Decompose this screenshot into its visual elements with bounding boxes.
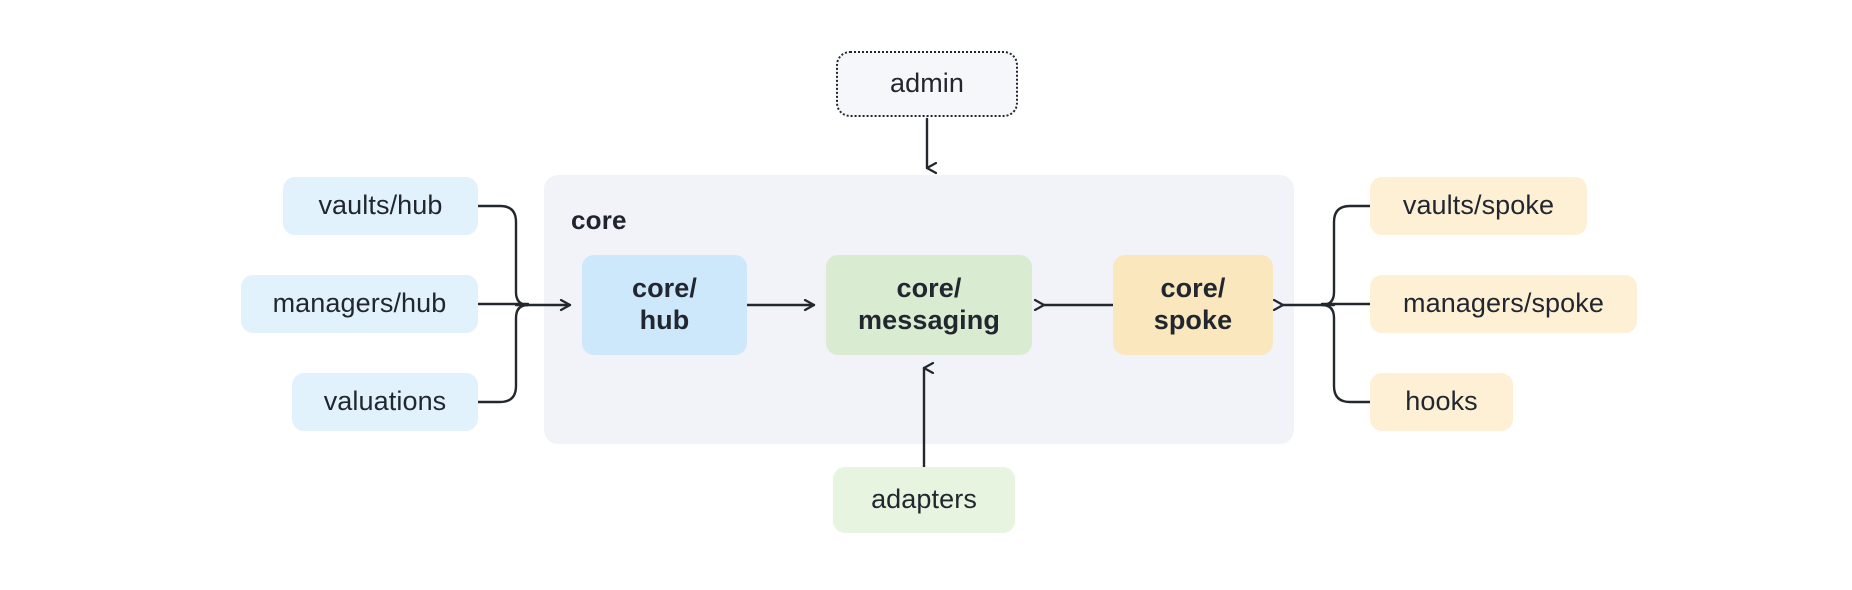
core-cluster-label: core xyxy=(571,205,627,235)
edge-vaults-spoke-to-core-spoke xyxy=(1320,204,1372,307)
node-managers-hub[interactable]: managers/hub xyxy=(241,275,478,333)
edge-hooks-to-core-spoke xyxy=(1320,303,1372,404)
node-vaults-spoke[interactable]: vaults/spoke xyxy=(1370,177,1587,235)
node-adapters[interactable]: adapters xyxy=(833,467,1015,533)
node-vaults-hub[interactable]: vaults/hub xyxy=(283,177,478,235)
node-core-spoke[interactable]: core/ spoke xyxy=(1113,255,1273,355)
node-hooks[interactable]: hooks xyxy=(1370,373,1513,431)
node-admin[interactable]: admin xyxy=(836,51,1018,117)
edge-vaults-hub-to-core-hub xyxy=(476,204,530,307)
node-valuations[interactable]: valuations xyxy=(292,373,478,431)
node-core-messaging[interactable]: core/ messaging xyxy=(826,255,1032,355)
node-core-hub[interactable]: core/ hub xyxy=(582,255,747,355)
node-managers-spoke[interactable]: managers/spoke xyxy=(1370,275,1637,333)
edge-valuations-to-core-hub xyxy=(476,303,530,404)
